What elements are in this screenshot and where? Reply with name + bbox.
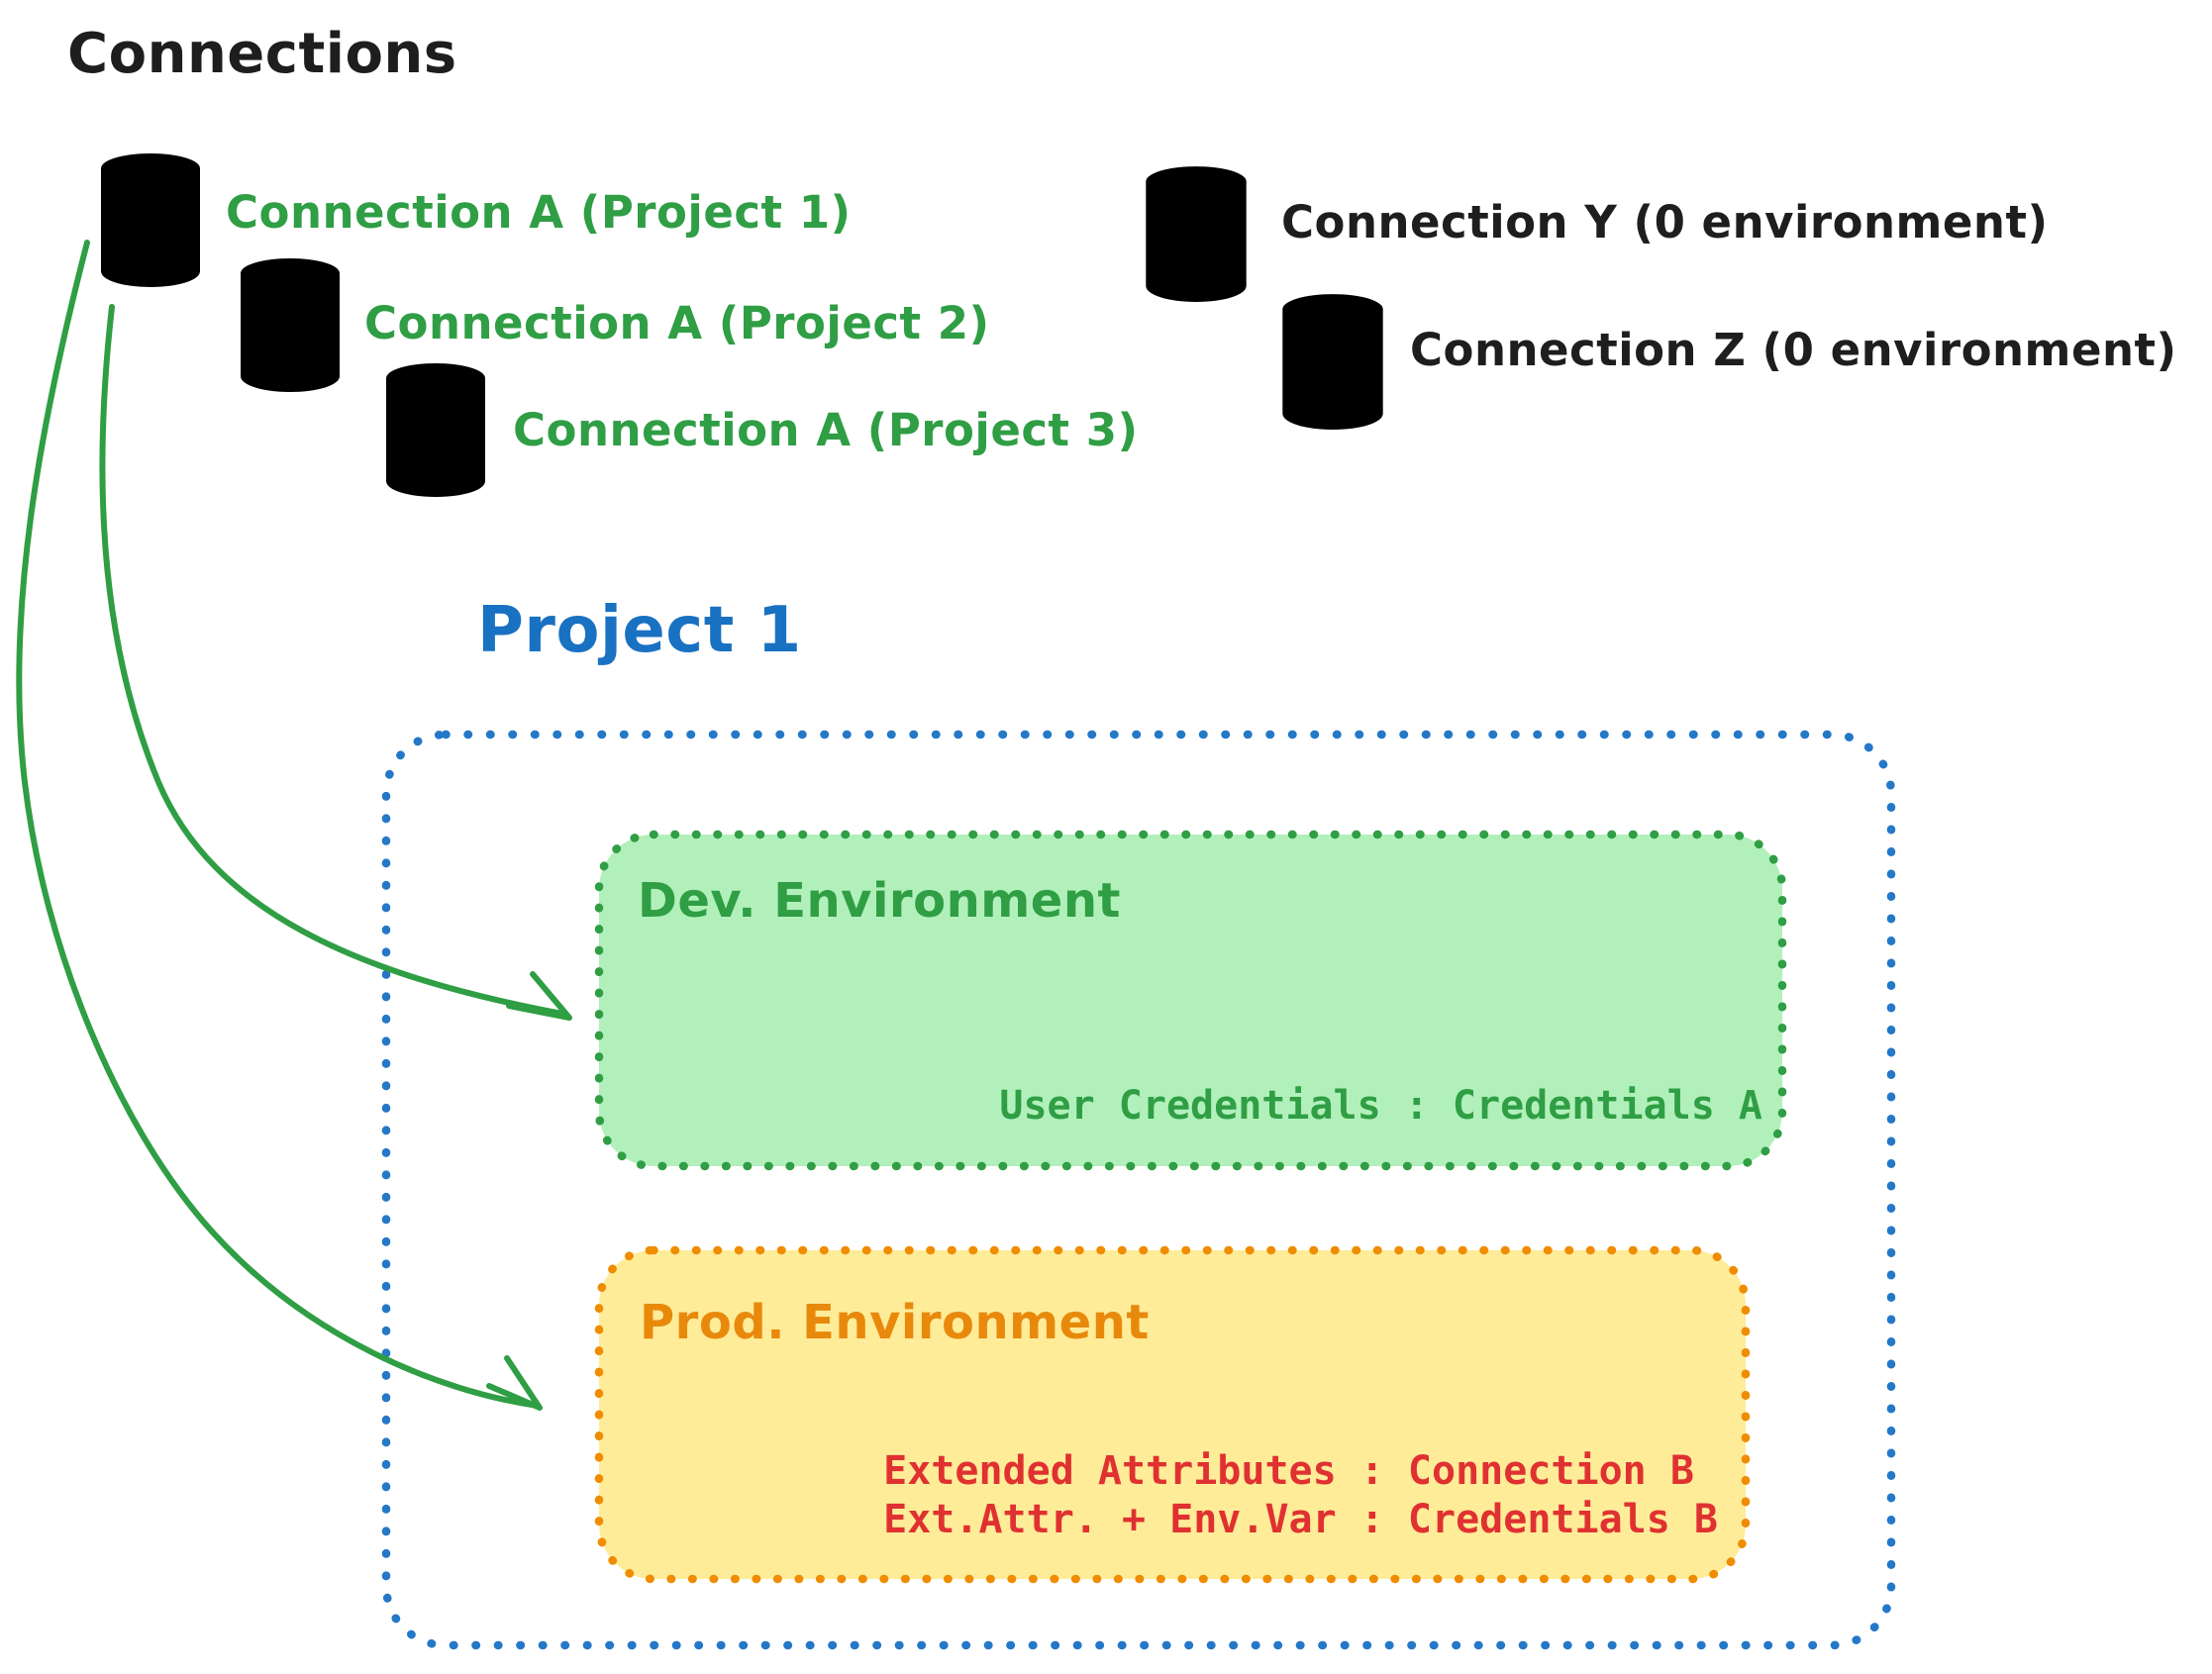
connection-a-project2-label: Connection A (Project 2) bbox=[364, 297, 990, 349]
database-icon bbox=[94, 148, 207, 291]
connection-z-label: Connection Z (0 environment) bbox=[1410, 324, 2177, 376]
database-icon bbox=[1275, 289, 1390, 434]
database-icon bbox=[379, 358, 492, 501]
prod-credentials-mapping: Extended Attributes : Connection B Ext.A… bbox=[883, 1447, 1718, 1544]
dev-environment-title: Dev. Environment bbox=[638, 873, 1121, 929]
prod-mapping-line-2: Ext.Attr. + Env.Var : Credentials B bbox=[883, 1497, 1718, 1543]
database-icon bbox=[1139, 161, 1254, 306]
connection-a-project3-label: Connection A (Project 3) bbox=[513, 404, 1139, 456]
dev-environment-box: Dev. Environment User Credentials : Cred… bbox=[594, 830, 1787, 1171]
dev-credentials-mapping: User Credentials : Credentials A bbox=[999, 1083, 1762, 1129]
project-1-box: Dev. Environment User Credentials : Cred… bbox=[381, 730, 1896, 1650]
connection-a-project1-label: Connection A (Project 1) bbox=[226, 186, 852, 239]
page-title: Connections bbox=[67, 22, 457, 86]
prod-mapping-line-1: Extended Attributes : Connection B bbox=[883, 1448, 1694, 1495]
database-icon bbox=[234, 253, 347, 396]
connection-y-label: Connection Y (0 environment) bbox=[1281, 196, 2049, 248]
prod-environment-box: Prod. Environment Extended Attributes : … bbox=[594, 1245, 1751, 1584]
project-title: Project 1 bbox=[477, 594, 802, 667]
prod-environment-title: Prod. Environment bbox=[640, 1295, 1150, 1350]
